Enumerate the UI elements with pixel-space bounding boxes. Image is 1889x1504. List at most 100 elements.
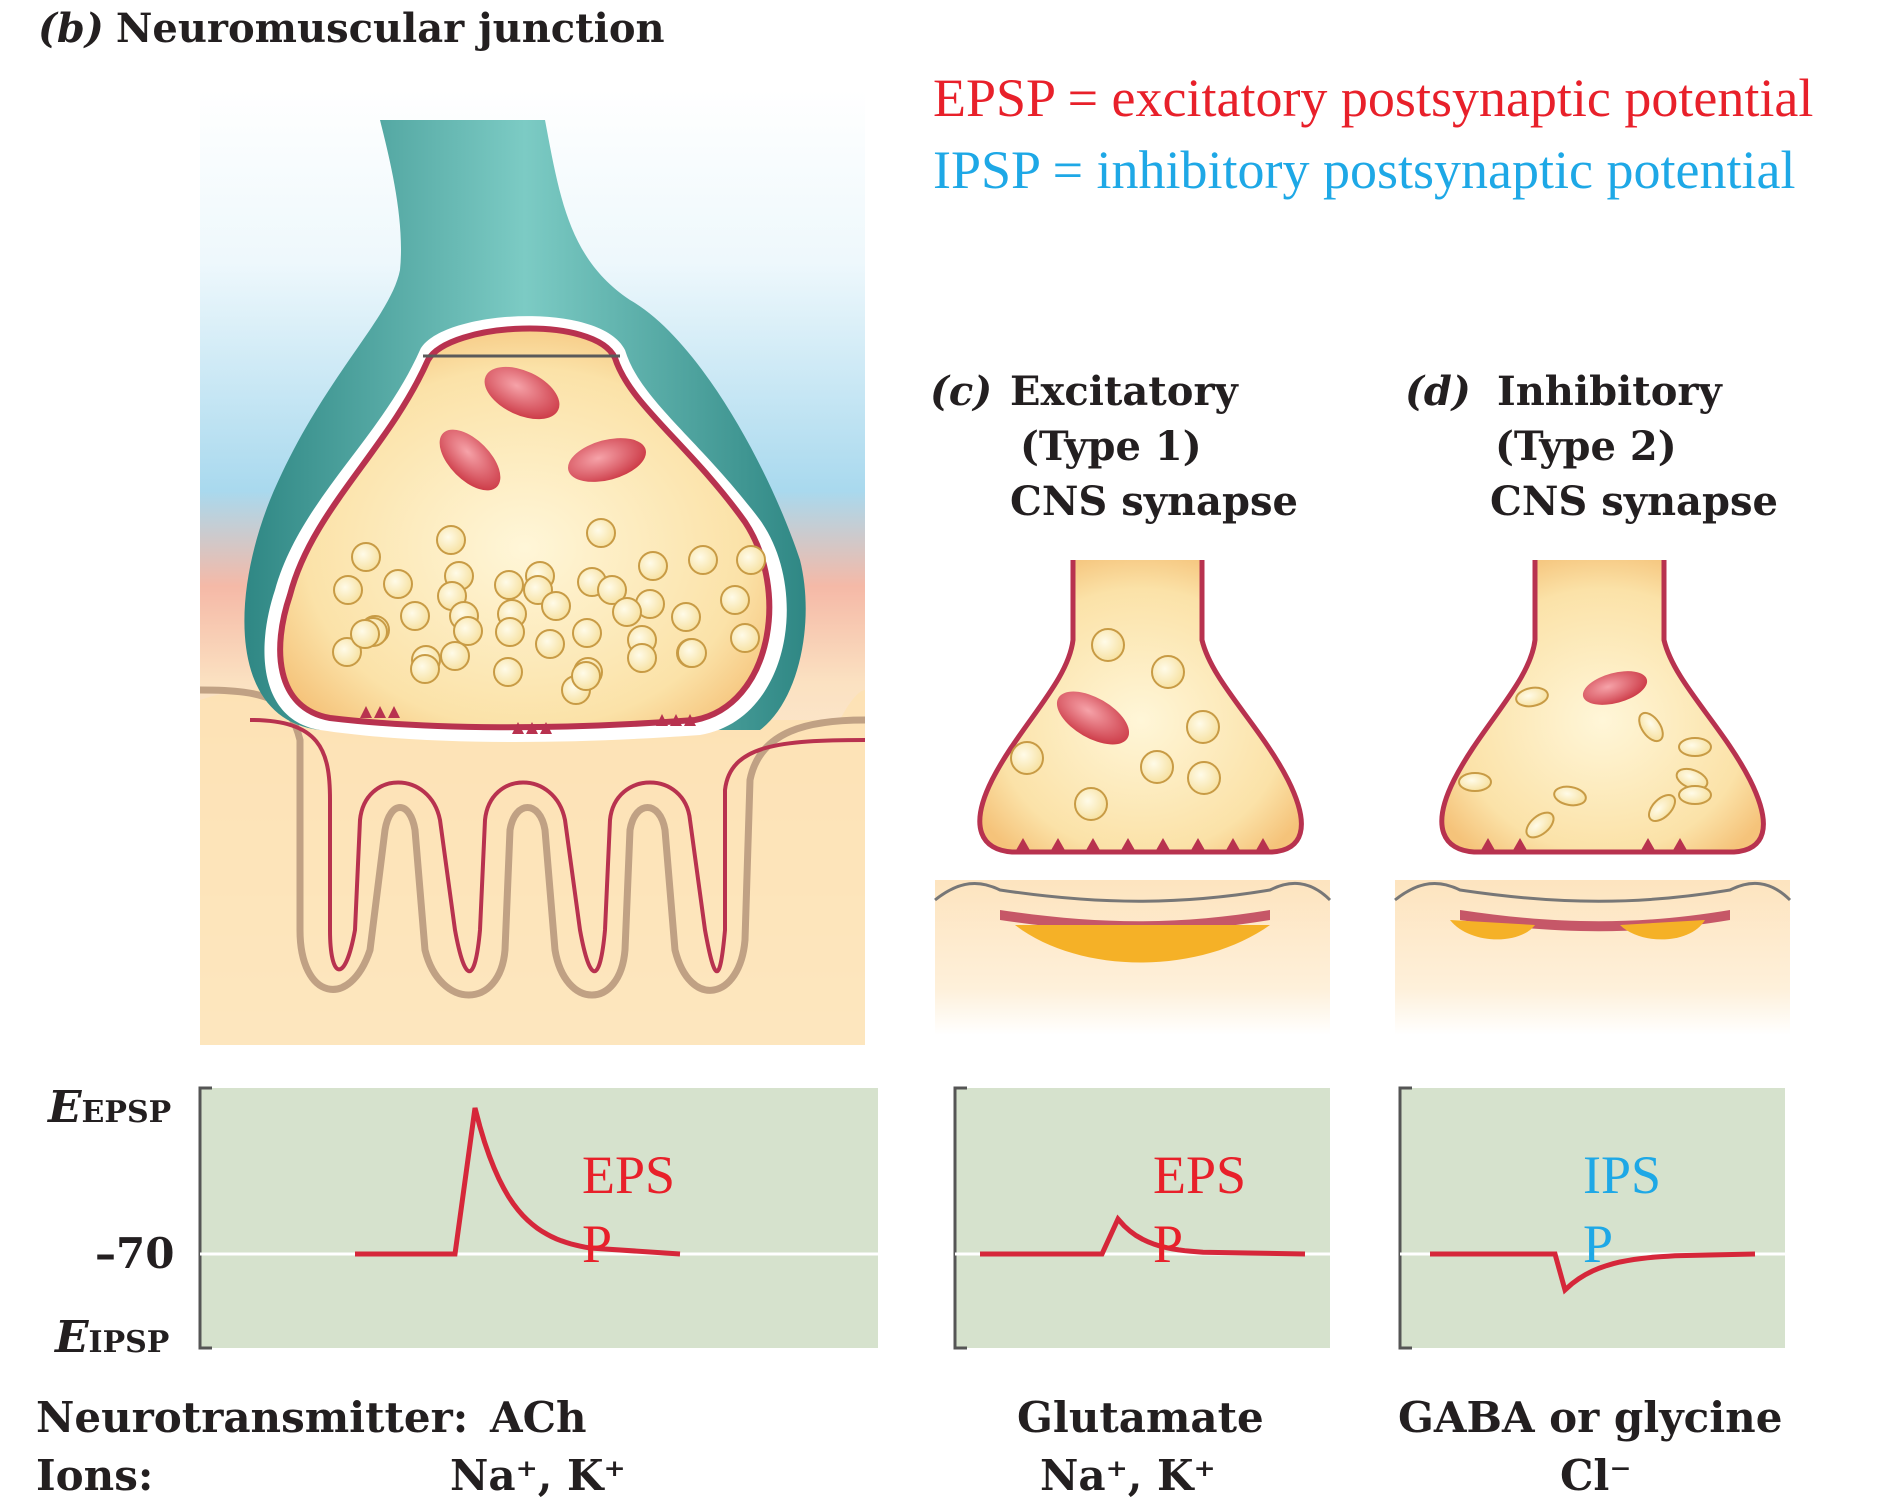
graph-b-epsp-label-line2: P <box>582 1214 612 1274</box>
release-site <box>1155 838 1171 852</box>
vesicle <box>1553 785 1587 807</box>
axis-rest-value: –70 <box>95 1229 174 1278</box>
vesicle <box>1091 628 1125 662</box>
vesicle <box>677 638 707 668</box>
graph-b-axis <box>198 1086 212 1350</box>
mitochondrion <box>1056 691 1130 745</box>
legend-epsp: EPSP = excitatory postsynaptic potential <box>933 68 1813 128</box>
vesicle <box>332 637 362 667</box>
graph-b-epsp-label-line1: EPS <box>582 1145 675 1205</box>
vesicle <box>493 657 523 687</box>
graph-d-axis <box>1398 1086 1412 1350</box>
release-site <box>1640 838 1656 852</box>
graph-b-background <box>200 1088 878 1348</box>
excitatory-cleft-outline <box>934 881 1332 903</box>
panel-c-line2: (Type 1) <box>1020 423 1202 470</box>
graph-c-epsp-trace <box>980 1214 1306 1257</box>
graph-c-axis <box>953 1086 967 1350</box>
vesicle <box>453 616 483 646</box>
synaptic-vesicles <box>332 518 766 705</box>
release-site <box>1190 838 1206 852</box>
legend-ipsp: IPSP = inhibitory postsynaptic potential <box>933 140 1795 200</box>
excitatory-receptor-density <box>1015 925 1270 963</box>
excitatory-terminal <box>977 560 1304 855</box>
release-site <box>1015 838 1031 852</box>
inhibitory-cleft-outline <box>1394 881 1792 903</box>
release-site <box>1480 838 1496 852</box>
release-site <box>1512 838 1528 852</box>
graph-c-epsp-label-line2: P <box>1153 1214 1183 1274</box>
release-site <box>1050 838 1066 852</box>
panel-d-line1: Inhibitory <box>1497 368 1723 415</box>
excitatory-synapse-illustration <box>934 560 1332 1035</box>
active-zones <box>1480 838 1688 852</box>
graph-d-ipsp-trace <box>1430 1251 1756 1295</box>
graph-d-ipsp-label-line1: IPS <box>1583 1145 1661 1205</box>
mitochondrion <box>484 366 560 420</box>
inhibitory-receptor-density <box>1620 920 1705 940</box>
flattened-vesicles <box>1458 686 1712 839</box>
vesicle <box>571 661 601 691</box>
graph-b-epsp-trace <box>355 1107 681 1257</box>
vesicle <box>495 617 525 647</box>
panel-b-title: (b)Neuromuscular junction <box>38 5 665 52</box>
inhibitory-receptor-density <box>1450 920 1535 940</box>
mitochondrion <box>568 438 646 482</box>
panel-d-line2: (Type 2) <box>1495 423 1677 470</box>
vesicle <box>597 575 627 605</box>
vesicle <box>671 602 701 632</box>
inhibitory-ions: Cl⁻ <box>1560 1451 1632 1500</box>
panel-c-letter: (c) <box>930 368 992 415</box>
active-zones <box>360 706 696 734</box>
active-zones <box>1015 838 1271 852</box>
vesicle <box>638 551 668 581</box>
graph-b <box>198 1086 878 1350</box>
postsynaptic-membrane <box>249 718 866 974</box>
round-vesicles <box>1010 628 1221 821</box>
vesicle <box>572 618 602 648</box>
release-site <box>1085 838 1101 852</box>
excitatory-neurotransmitter: Glutamate <box>1017 1393 1264 1442</box>
graph-c-background <box>955 1088 1330 1348</box>
junctional-folds <box>199 686 866 999</box>
vesicle <box>494 570 524 600</box>
release-site <box>1225 838 1241 852</box>
vesicle <box>436 525 466 555</box>
inhibitory-terminal <box>1439 560 1766 855</box>
mitochondrion <box>1582 671 1648 705</box>
excitatory-ions: Na⁺, K⁺ <box>1040 1451 1216 1500</box>
graph-c <box>953 1086 1330 1350</box>
inhibitory-postsynaptic-cell <box>1395 880 1790 1035</box>
panel-d-letter: (d) <box>1405 368 1471 415</box>
neuromuscular-junction-illustration <box>199 90 866 1045</box>
vesicle <box>1638 711 1664 743</box>
vesicle <box>1186 710 1220 744</box>
inhibitory-synapse-illustration <box>1394 560 1792 1035</box>
vesicle <box>1187 761 1221 795</box>
axis-e-epsp: EEPSP <box>46 1082 171 1133</box>
axis-e-ipsp: EIPSP <box>53 1312 169 1363</box>
vesicle <box>1678 785 1712 805</box>
release-site <box>1672 838 1688 852</box>
vesicle <box>1678 737 1712 757</box>
vesicle <box>688 545 718 575</box>
graph-d-ipsp-label-line2: P <box>1583 1214 1613 1274</box>
graph-d-background <box>1400 1088 1785 1348</box>
vesicle <box>541 591 571 621</box>
nmj-neurotransmitter: ACh <box>489 1393 587 1442</box>
graph-d <box>1398 1086 1785 1350</box>
release-site <box>1255 838 1271 852</box>
vesicle <box>440 641 470 671</box>
inhibitory-neurotransmitter: GABA or glycine <box>1398 1393 1782 1442</box>
vesicle <box>1458 772 1492 792</box>
vesicle <box>350 619 380 649</box>
nmj-ions: Na⁺, K⁺ <box>450 1451 626 1500</box>
vesicle <box>535 629 565 659</box>
vesicle <box>730 623 760 653</box>
panel-c-line3: CNS synapse <box>1010 478 1298 525</box>
vesicle <box>1151 655 1185 689</box>
vesicle <box>383 569 413 599</box>
vesicle <box>720 585 750 615</box>
vesicle <box>400 601 430 631</box>
